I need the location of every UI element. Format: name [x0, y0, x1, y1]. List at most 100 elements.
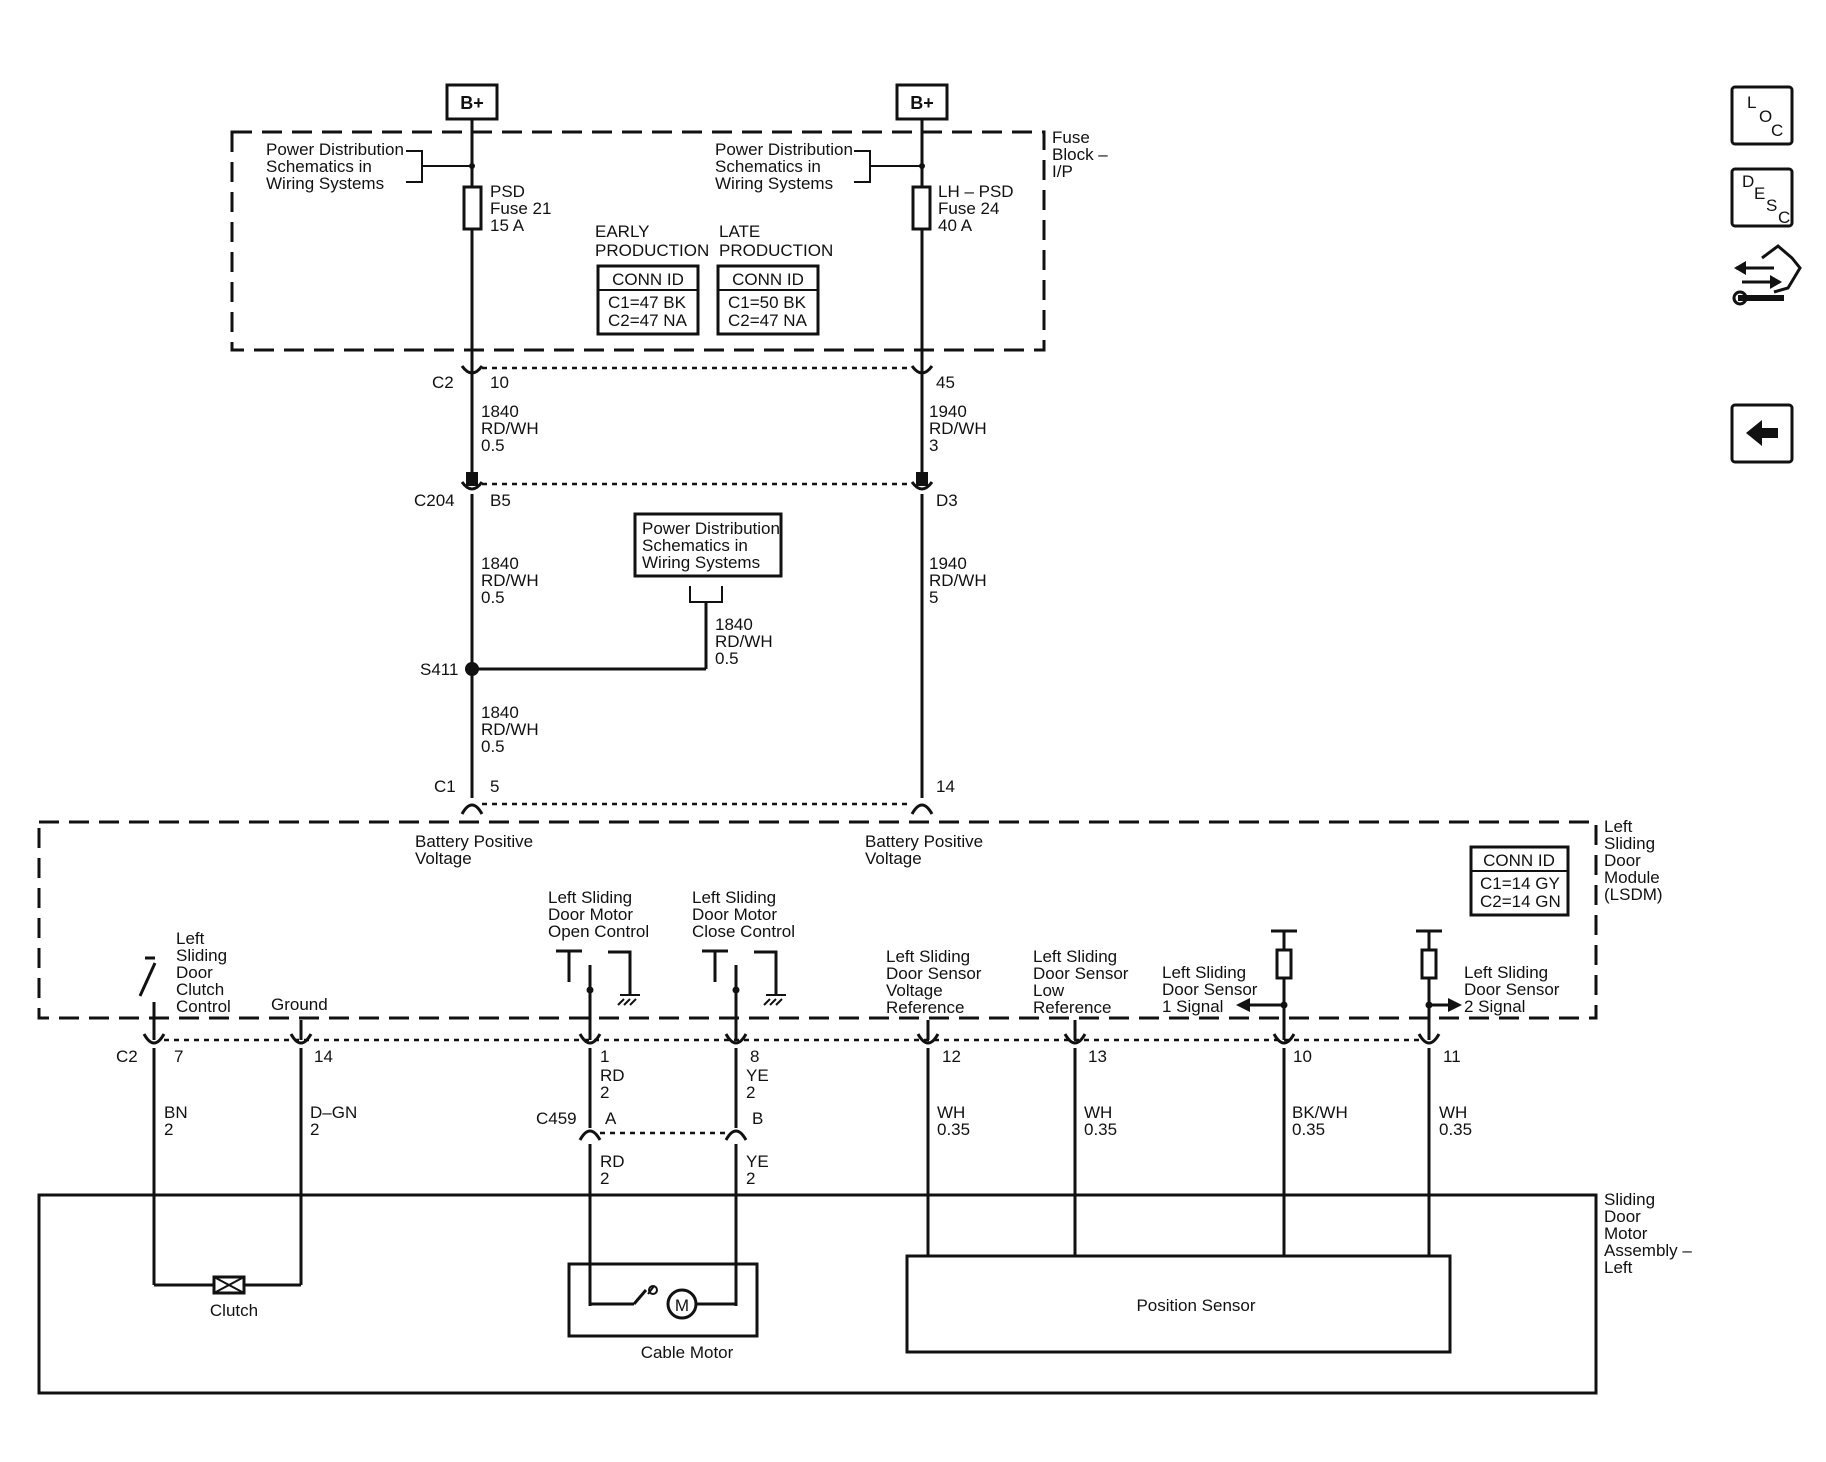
svg-text:1840: 1840: [481, 554, 519, 573]
svg-text:Fuse 21: Fuse 21: [490, 199, 551, 218]
svg-text:Power Distribution: Power Distribution: [715, 140, 853, 159]
svg-text:CONN ID: CONN ID: [612, 270, 684, 289]
svg-text:PSD: PSD: [490, 182, 525, 201]
svg-text:Door: Door: [176, 963, 213, 982]
svg-text:11: 11: [1443, 1047, 1461, 1066]
feed-wire-left: [469, 119, 475, 798]
wire-ye: YE 2 YE 2: [734, 1048, 769, 1306]
svg-text:C1: C1: [434, 777, 456, 796]
connector-c459: C459 A B: [536, 1109, 763, 1141]
svg-text:BK/WH: BK/WH: [1292, 1103, 1348, 1122]
svg-text:RD/WH: RD/WH: [715, 632, 773, 651]
b-plus-left: B+: [445, 83, 499, 121]
svg-text:Reference: Reference: [886, 998, 964, 1017]
clutch-coil: Clutch: [154, 1275, 301, 1320]
svg-text:C1=47 BK: C1=47 BK: [608, 293, 687, 312]
svg-text:0.35: 0.35: [937, 1120, 970, 1139]
svg-text:Left Sliding: Left Sliding: [692, 888, 776, 907]
svg-text:CONN ID: CONN ID: [1483, 851, 1555, 870]
svg-text:0.35: 0.35: [1439, 1120, 1472, 1139]
svg-text:Left: Left: [176, 929, 205, 948]
svg-text:14: 14: [314, 1047, 333, 1066]
svg-text:YE: YE: [746, 1066, 769, 1085]
svg-text:Door Motor: Door Motor: [548, 905, 633, 924]
troubleshoot-tools-icon[interactable]: [1732, 244, 1802, 306]
clutch-control: Left Sliding Door Clutch Control: [138, 929, 231, 1040]
svg-text:1: 1: [600, 1047, 609, 1066]
svg-text:Door Sensor: Door Sensor: [1162, 980, 1258, 999]
svg-text:0.35: 0.35: [1292, 1120, 1325, 1139]
svg-text:S: S: [1766, 196, 1777, 215]
description-button[interactable]: D E S C: [1730, 167, 1794, 228]
lsdm-boundary: [37, 820, 1598, 1020]
svg-text:5: 5: [929, 588, 938, 607]
svg-text:Control: Control: [176, 997, 231, 1016]
late-conn-id-table: CONN ID C1=50 BK C2=47 NA: [716, 264, 820, 336]
svg-text:RD/WH: RD/WH: [481, 720, 539, 739]
svg-text:L: L: [1747, 93, 1756, 112]
lsdm-label: Left Sliding Door Module (LSDM): [1604, 817, 1663, 904]
svg-text:Assembly –: Assembly –: [1604, 1241, 1692, 1260]
svg-text:B+: B+: [910, 93, 934, 113]
svg-text:2 Signal: 2 Signal: [1464, 997, 1525, 1016]
svg-text:Door Sensor: Door Sensor: [1464, 980, 1560, 999]
svg-text:7: 7: [174, 1047, 183, 1066]
svg-text:Sliding: Sliding: [1604, 1190, 1655, 1209]
svg-text:Voltage: Voltage: [865, 849, 922, 868]
svg-text:Wiring Systems: Wiring Systems: [642, 553, 760, 572]
svg-text:2: 2: [746, 1169, 755, 1188]
back-arrow-button[interactable]: [1730, 403, 1794, 464]
svg-text:LATE: LATE: [719, 222, 760, 241]
svg-text:8: 8: [750, 1047, 759, 1066]
svg-text:Door Motor: Door Motor: [692, 905, 777, 924]
svg-text:WH: WH: [1084, 1103, 1112, 1122]
battery-positive-right: Battery Positive Voltage: [865, 832, 983, 868]
svg-text:C: C: [1778, 208, 1790, 227]
splice-s411: S411: [420, 660, 479, 679]
svg-text:Schematics in: Schematics in: [715, 157, 821, 176]
svg-text:Ground: Ground: [271, 995, 328, 1014]
early-production-label: EARLY PRODUCTION: [595, 222, 709, 260]
svg-text:40 A: 40 A: [938, 216, 973, 235]
svg-text:RD: RD: [600, 1066, 625, 1085]
svg-text:B5: B5: [490, 491, 511, 510]
svg-text:C2: C2: [432, 373, 454, 392]
svg-text:10: 10: [1293, 1047, 1312, 1066]
svg-text:1940: 1940: [929, 554, 967, 573]
location-button[interactable]: L O C: [1730, 85, 1794, 146]
svg-text:1840: 1840: [715, 615, 753, 634]
svg-text:RD/WH: RD/WH: [481, 419, 539, 438]
power-distribution-ref-right: Power Distribution Schematics in Wiring …: [715, 140, 922, 193]
svg-text:LH – PSD: LH – PSD: [938, 182, 1014, 201]
svg-text:Door Sensor: Door Sensor: [886, 964, 982, 983]
svg-text:0.5: 0.5: [481, 737, 505, 756]
svg-text:Module: Module: [1604, 868, 1660, 887]
svg-text:2: 2: [600, 1083, 609, 1102]
svg-text:1 Signal: 1 Signal: [1162, 997, 1223, 1016]
svg-text:0.35: 0.35: [1084, 1120, 1117, 1139]
svg-text:Position Sensor: Position Sensor: [1136, 1296, 1255, 1315]
svg-text:S411: S411: [420, 660, 458, 679]
svg-text:Low: Low: [1033, 981, 1065, 1000]
connector-c2-top: C2 10 45: [432, 362, 955, 392]
svg-text:0.5: 0.5: [715, 649, 739, 668]
svg-text:0.5: 0.5: [481, 436, 505, 455]
fuse-block-boundary: [230, 130, 1046, 352]
svg-text:M: M: [675, 1296, 689, 1315]
svg-text:(LSDM): (LSDM): [1604, 885, 1663, 904]
svg-text:1840: 1840: [481, 402, 519, 421]
svg-text:Left: Left: [1604, 1258, 1633, 1277]
wire-label-right-2: 1940 RD/WH 5: [929, 554, 987, 607]
svg-text:15 A: 15 A: [490, 216, 525, 235]
wire-label-left-3: 1840 RD/WH 0.5: [481, 703, 539, 756]
svg-text:C2: C2: [116, 1047, 138, 1066]
svg-text:A: A: [605, 1109, 617, 1128]
wire-bn: BN 2: [152, 1048, 188, 1285]
svg-text:12: 12: [942, 1047, 961, 1066]
wire-wh-11: WH 0.35: [1427, 1048, 1472, 1256]
motor-assembly-label: Sliding Door Motor Assembly – Left: [1604, 1190, 1692, 1277]
svg-text:13: 13: [1088, 1047, 1107, 1066]
svg-text:1840: 1840: [481, 703, 519, 722]
svg-text:Battery Positive: Battery Positive: [415, 832, 533, 851]
